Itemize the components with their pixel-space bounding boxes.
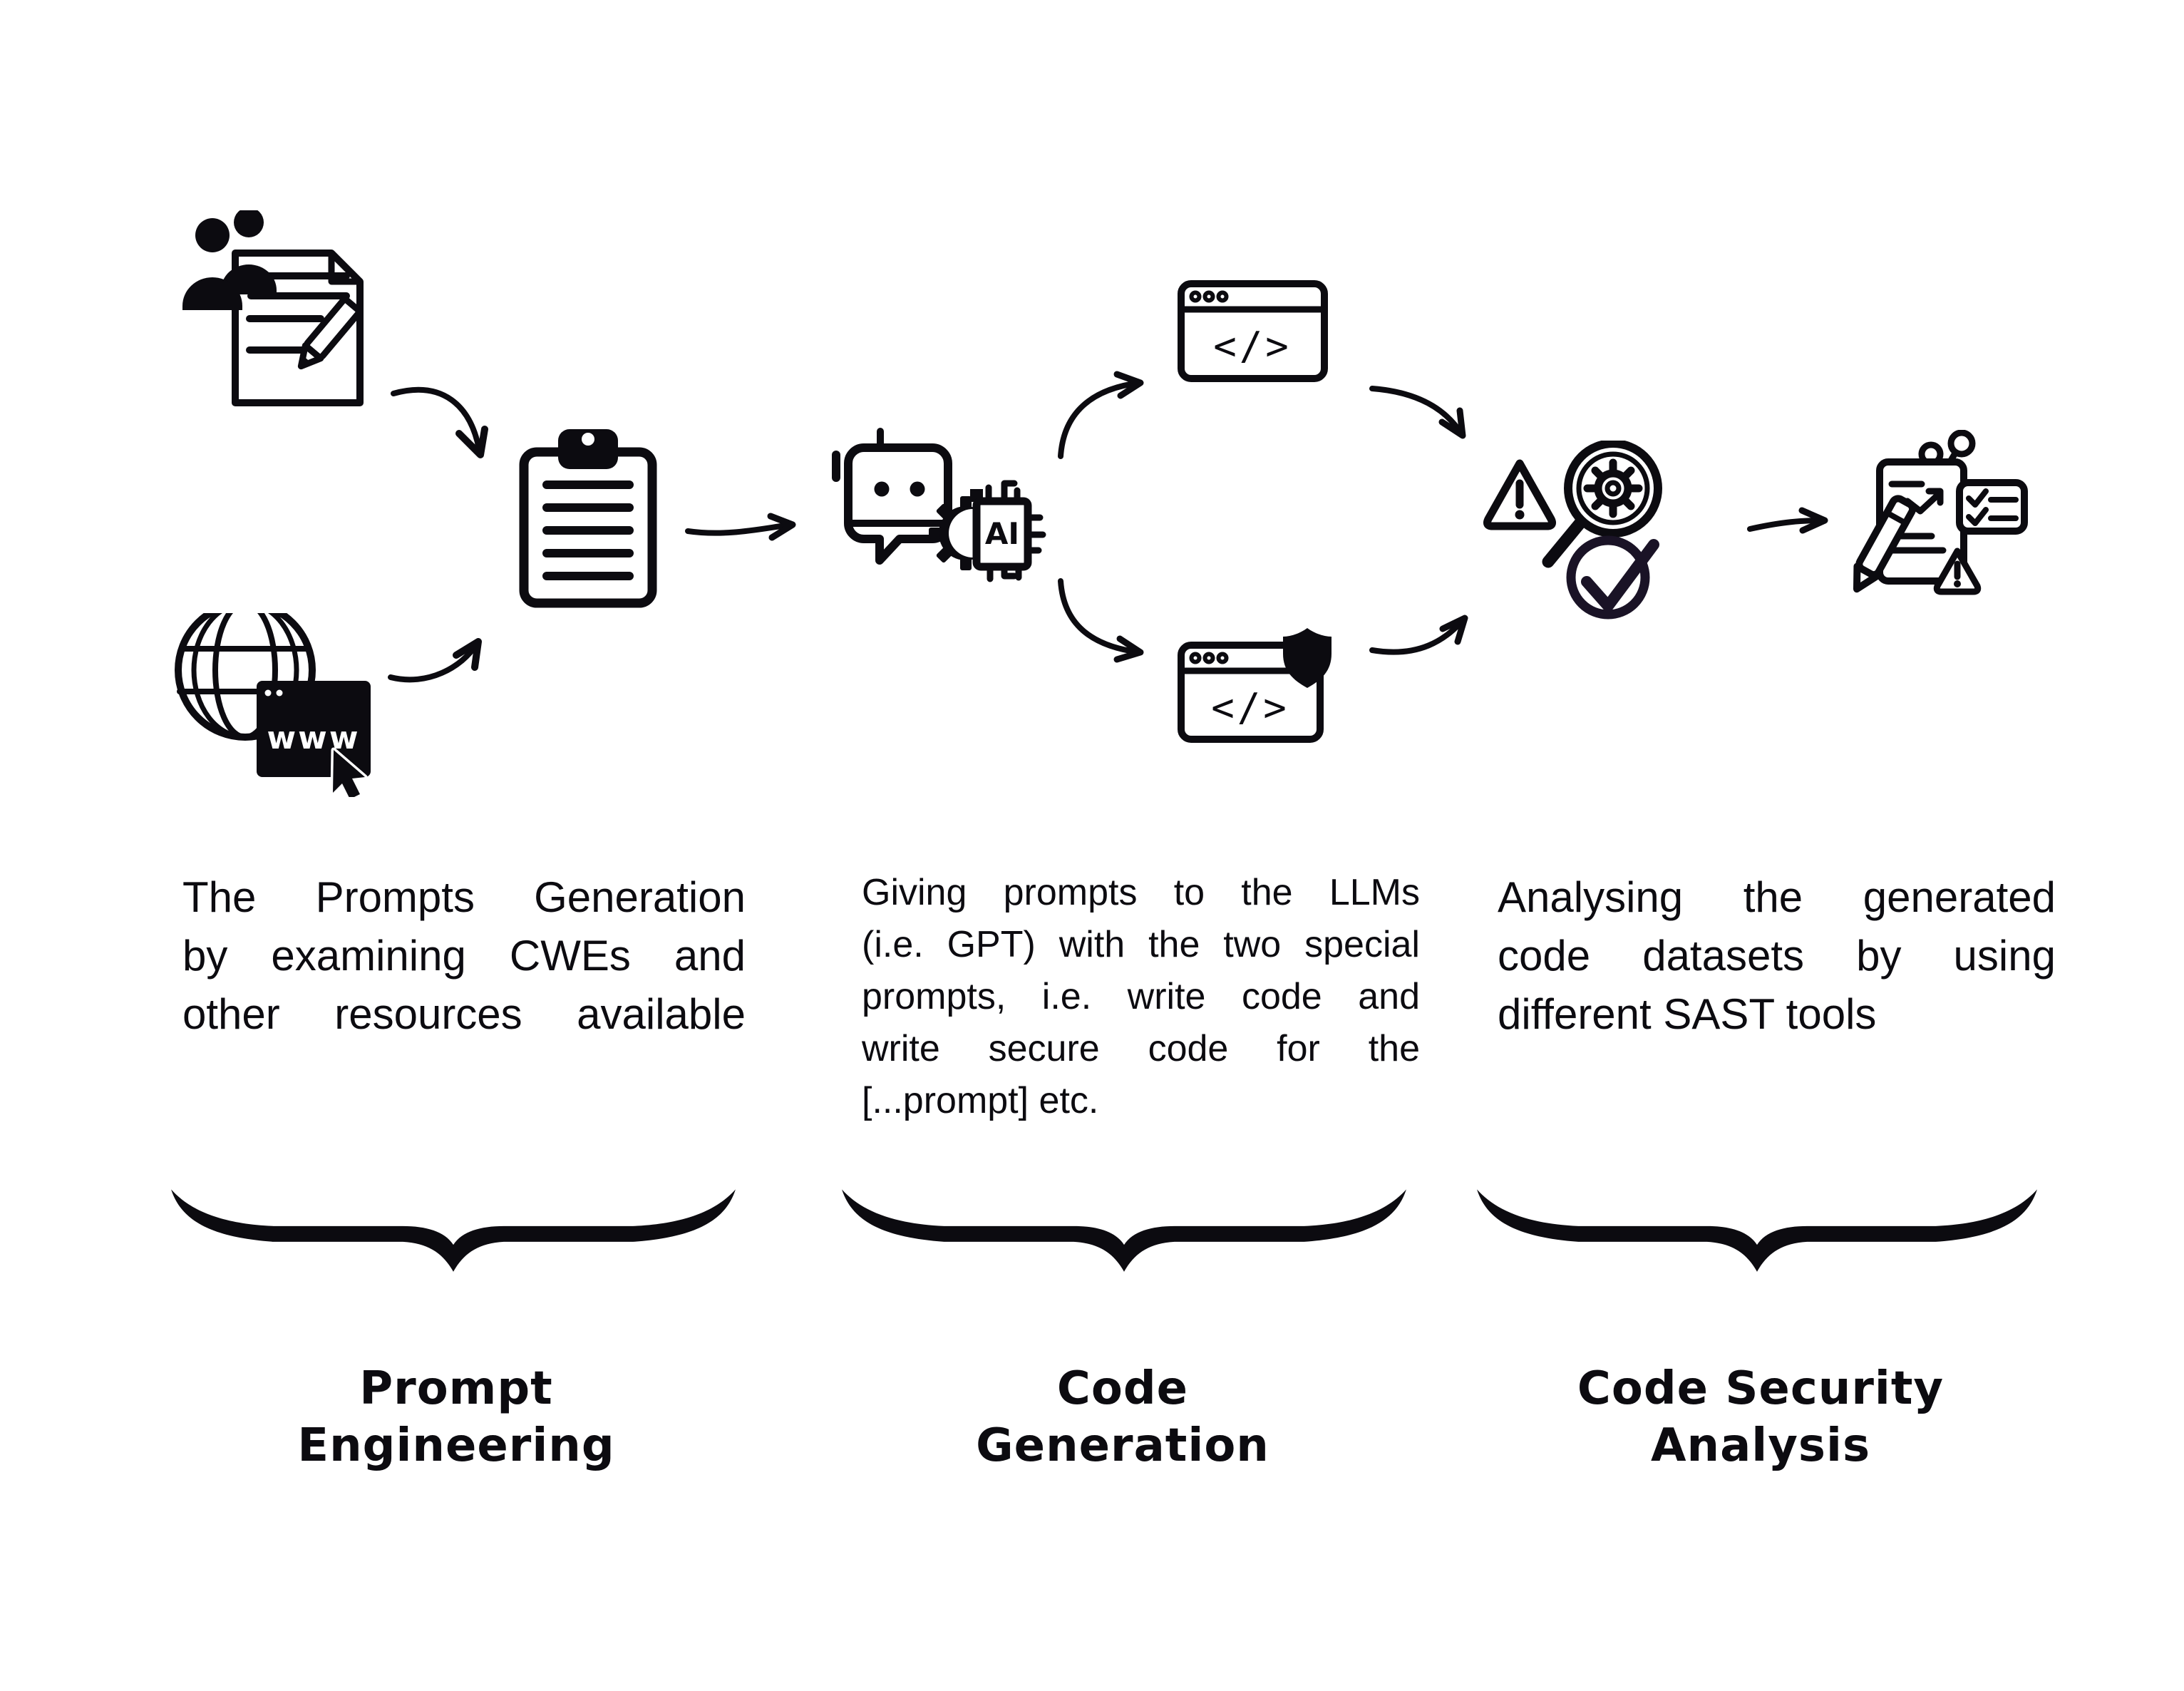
brace-prompt-engineering [171, 1189, 736, 1272]
robot-eye [910, 481, 925, 497]
description-line: Giving prompts to the LLMs [862, 872, 1420, 913]
pen-icon [1853, 495, 1917, 593]
brace-code-generation [842, 1189, 1406, 1272]
label-line: Prompt [359, 1362, 553, 1415]
users-document-icon [182, 210, 364, 406]
arrow-web-to-clipboard [388, 638, 482, 683]
users-silhouettes [182, 210, 277, 310]
description-line: [...prompt] etc. [862, 1080, 1099, 1121]
description-line: Analysing the generated [1498, 873, 2056, 921]
label-line: Engineering [297, 1419, 615, 1472]
label-code-security-analysis: Code Security Analysis [1511, 1360, 2010, 1474]
arrow-llm-to-secure-code-window [1058, 578, 1144, 663]
check-circle-icon [1566, 535, 1659, 620]
analysis-report-icon [1853, 430, 2028, 595]
robot-head [844, 443, 952, 565]
description-line: write secure code for the [862, 1028, 1420, 1069]
label-line: Code [1056, 1362, 1189, 1415]
clipboard-icon [519, 429, 657, 608]
ai-chip-icon: AI [970, 480, 1046, 582]
robot-eye [874, 481, 890, 497]
web-globe-icon: www [175, 613, 371, 797]
cursor-icon [330, 747, 368, 797]
ai-chatbot-icon: AI [832, 428, 1046, 582]
checklist-panel-icon [1956, 479, 2028, 535]
code-window-icon: </> [1178, 280, 1328, 382]
label-code-generation: Code Generation [873, 1360, 1372, 1474]
arrow-llm-to-code-window [1058, 371, 1144, 459]
code-glyph: </> [1213, 324, 1292, 369]
arrow-secure-code-window-to-analysis [1369, 615, 1468, 655]
document-text-lines [246, 272, 350, 354]
arrow-analysis-to-report [1747, 507, 1828, 534]
label-line: Code Security [1577, 1362, 1945, 1415]
secure-code-glyph: </> [1211, 685, 1289, 730]
clipboard-text-lines [542, 480, 634, 580]
report-warning-icon [1933, 548, 1982, 595]
description-line: code datasets by using [1498, 932, 2056, 980]
description-line: prompts, i.e. write code and [862, 976, 1420, 1017]
label-line: Analysis [1650, 1419, 1871, 1472]
description-line: (i.e. GPT) with the two special [862, 924, 1420, 965]
clipboard-clip [558, 429, 618, 469]
description-line: other resources available [182, 990, 746, 1038]
security-analysis-icon [1483, 441, 1662, 620]
code-security-analysis-description: Analysing the generated code datasets by… [1498, 868, 2056, 1044]
prompt-engineering-description: The Prompts Generation by examining CWEs… [182, 868, 746, 1044]
magnifier-gear-icon [1542, 441, 1662, 568]
brace-code-security-analysis [1477, 1189, 2037, 1272]
secure-code-window-icon: </> [1178, 628, 1331, 743]
globe-icon [175, 613, 316, 741]
code-generation-description: Giving prompts to the LLMs (i.e. GPT) wi… [862, 867, 1420, 1127]
warning-triangle-icon [1483, 459, 1556, 530]
chip-pins [985, 480, 1046, 582]
label-line: Generation [976, 1419, 1269, 1472]
shield-icon [1283, 628, 1331, 688]
description-line: different SAST tools [1498, 990, 1877, 1038]
description-line: The Prompts Generation [182, 873, 746, 921]
arrow-users-to-clipboard [391, 386, 488, 458]
arrow-clipboard-to-llm [685, 513, 796, 541]
pencil-icon [297, 297, 362, 370]
browser-window-www: www [257, 681, 371, 777]
label-prompt-engineering: Prompt Engineering [207, 1360, 706, 1474]
www-label: www [267, 720, 361, 756]
arrow-code-window-to-analysis [1369, 386, 1466, 439]
ai-chip-label: AI [985, 516, 1019, 551]
description-line: by examining CWEs and [182, 932, 746, 980]
